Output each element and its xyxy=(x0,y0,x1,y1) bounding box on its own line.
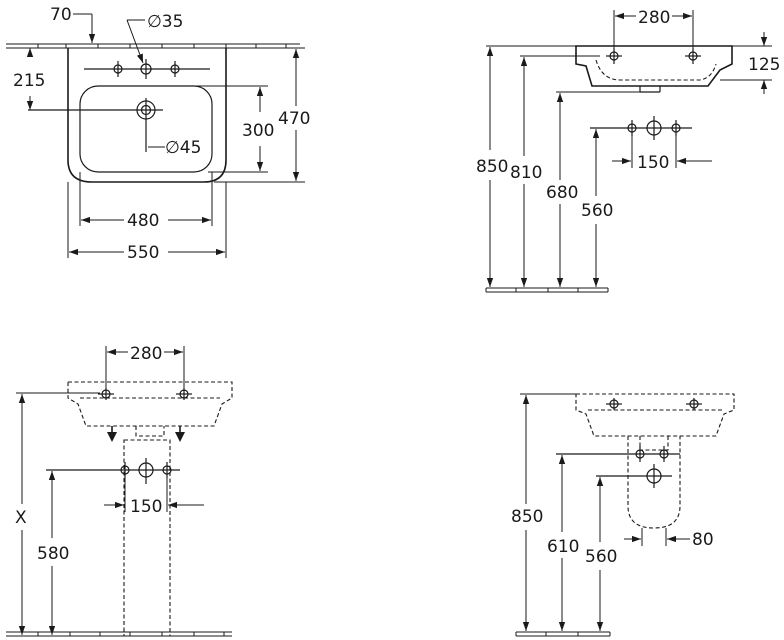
front-pedestal-view: 280 X 580 xyxy=(6,344,233,637)
mounting-arrow-left xyxy=(107,426,117,442)
top-view-bowl xyxy=(79,85,213,173)
front-dim-x: X xyxy=(15,508,27,528)
side-dim-150: 150 xyxy=(637,153,669,173)
dim-70: 70 xyxy=(50,5,72,25)
semi-dim-560: 560 xyxy=(585,547,617,567)
side-tap-right xyxy=(685,48,701,64)
tap-hole-center xyxy=(140,59,152,79)
front-dim-150: 150 xyxy=(130,497,162,517)
semi-waste-right xyxy=(659,446,669,462)
dim-dia-35: ∅35 xyxy=(147,12,183,32)
side-dim-560: 560 xyxy=(581,201,613,221)
dim-dia-45: ∅45 xyxy=(165,138,201,158)
side-dim-125: 125 xyxy=(748,55,780,75)
side-dim-680: 680 xyxy=(546,183,578,203)
side-tap-left xyxy=(606,48,622,64)
side-waste-center xyxy=(646,116,662,140)
semi-dim-80: 80 xyxy=(692,530,714,550)
side-view: 280 125 850 810 680 xyxy=(476,8,780,293)
tap-hole-left xyxy=(113,61,123,77)
side-dim-280: 280 xyxy=(638,8,670,28)
semi-pedestal xyxy=(627,436,681,529)
dim-480: 480 xyxy=(127,211,159,231)
semi-tap-right xyxy=(686,398,702,410)
front-semi-pedestal-view: 850 610 560 80 xyxy=(511,393,735,637)
dim-300: 300 xyxy=(242,121,274,141)
side-dim-850: 850 xyxy=(476,157,508,177)
front-dim-580: 580 xyxy=(37,544,69,564)
top-view-wall xyxy=(6,43,300,49)
front-basin xyxy=(67,381,233,427)
semi-waste-center xyxy=(646,464,662,488)
semi-basin xyxy=(575,393,735,437)
drain-hole xyxy=(28,98,163,152)
semi-waste-upper xyxy=(635,446,645,462)
side-view-basin xyxy=(575,45,733,87)
semi-dim-850: 850 xyxy=(511,507,543,527)
dim-215: 215 xyxy=(13,71,45,91)
semi-dim-610: 610 xyxy=(547,537,579,557)
side-floor xyxy=(485,287,609,293)
front-dim-280: 280 xyxy=(130,344,162,364)
tap-hole-right xyxy=(170,61,180,77)
front-floor xyxy=(6,631,232,637)
mounting-arrow-right xyxy=(175,426,185,442)
dim-470: 470 xyxy=(278,109,310,129)
top-view: 70 ∅35 215 300 470 ∅45 480 550 xyxy=(6,5,310,263)
dim-550: 550 xyxy=(127,243,159,263)
top-view-basin-outline xyxy=(67,48,227,183)
front-waste-center xyxy=(138,458,154,484)
semi-tap-left xyxy=(606,398,622,410)
side-dim-810: 810 xyxy=(510,163,542,183)
semi-floor xyxy=(515,631,611,637)
